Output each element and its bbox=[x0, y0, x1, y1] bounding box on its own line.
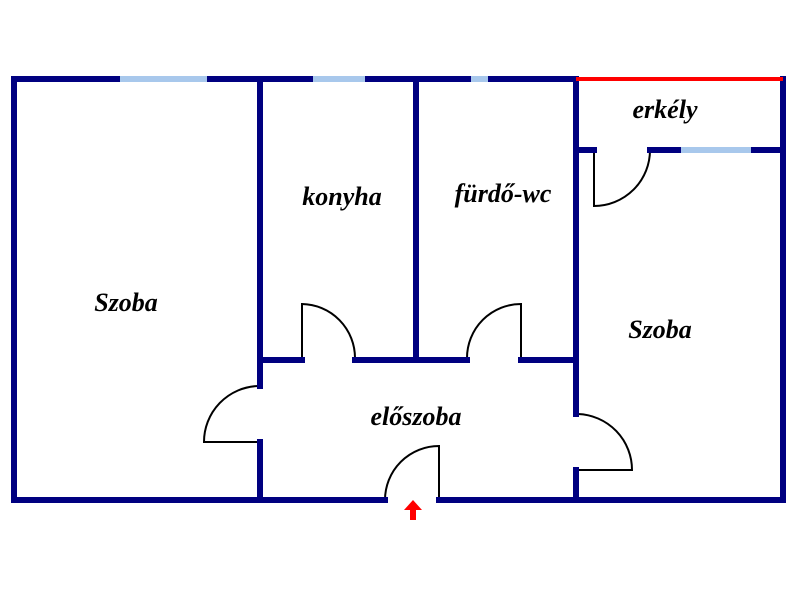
label-szoba-right: Szoba bbox=[628, 315, 692, 344]
door-balcony bbox=[593, 149, 651, 208]
windows bbox=[120, 76, 751, 153]
label-szoba-left: Szoba bbox=[94, 288, 158, 317]
up-arrow-icon bbox=[404, 500, 422, 520]
label-eloszoba: előszoba bbox=[371, 402, 462, 431]
door-szoba-left bbox=[202, 385, 260, 443]
door-furdo-wc bbox=[466, 302, 522, 360]
doors bbox=[202, 149, 651, 501]
label-erkely: erkély bbox=[633, 95, 698, 124]
walls bbox=[11, 76, 786, 503]
door-szoba-right bbox=[576, 413, 634, 471]
label-konyha: konyha bbox=[302, 182, 381, 211]
room-labels: Szoba konyha fürdő-wc erkély Szoba elősz… bbox=[94, 95, 698, 431]
label-furdo-wc: fürdő-wc bbox=[455, 179, 552, 208]
door-konyha bbox=[301, 302, 356, 360]
door-entrance bbox=[384, 444, 440, 501]
